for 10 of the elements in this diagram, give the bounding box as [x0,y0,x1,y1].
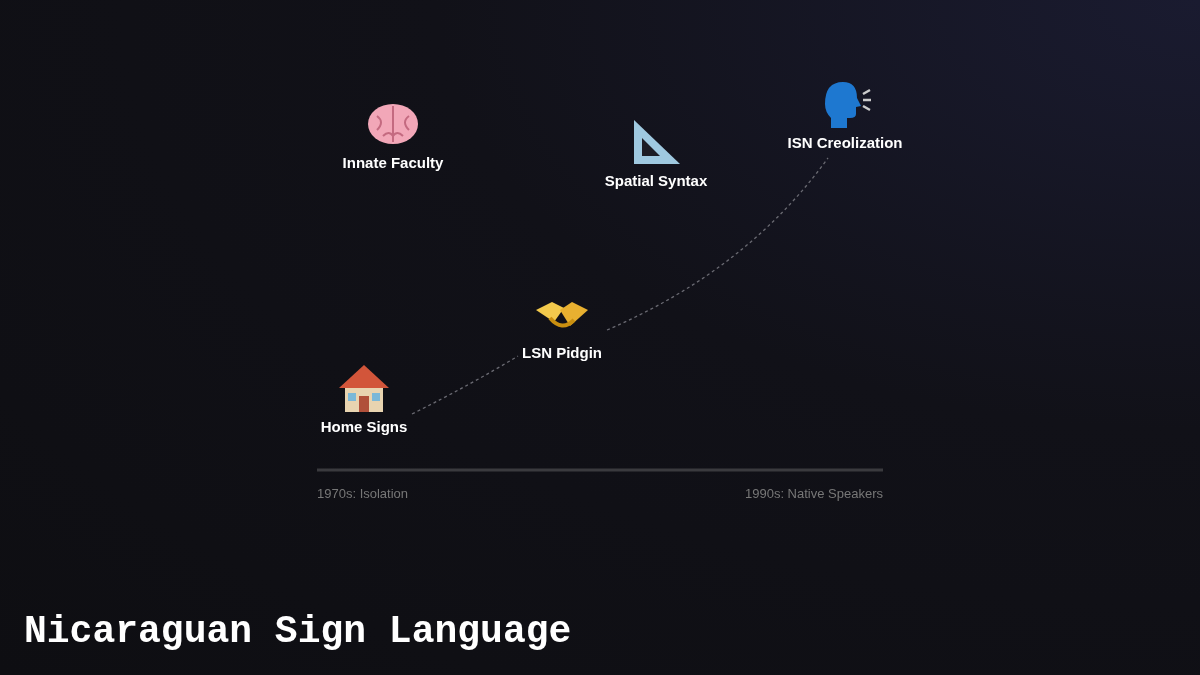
milestone-label: Innate Faculty [342,154,444,171]
trajectory-curve [606,157,829,331]
milestone-label: ISN Creolization [787,134,903,151]
trajectory-curve [411,355,519,415]
milestone-label: Home Signs [320,418,408,435]
timeline-label: 1970s: Isolation [317,486,409,501]
milestone-label: Spatial Syntax [604,172,708,189]
timeline-label: 1990s: Native Speakers [744,486,883,501]
title: Nicaraguan Sign Language [24,610,572,653]
milestone-label: LSN Pidgin [522,344,602,361]
